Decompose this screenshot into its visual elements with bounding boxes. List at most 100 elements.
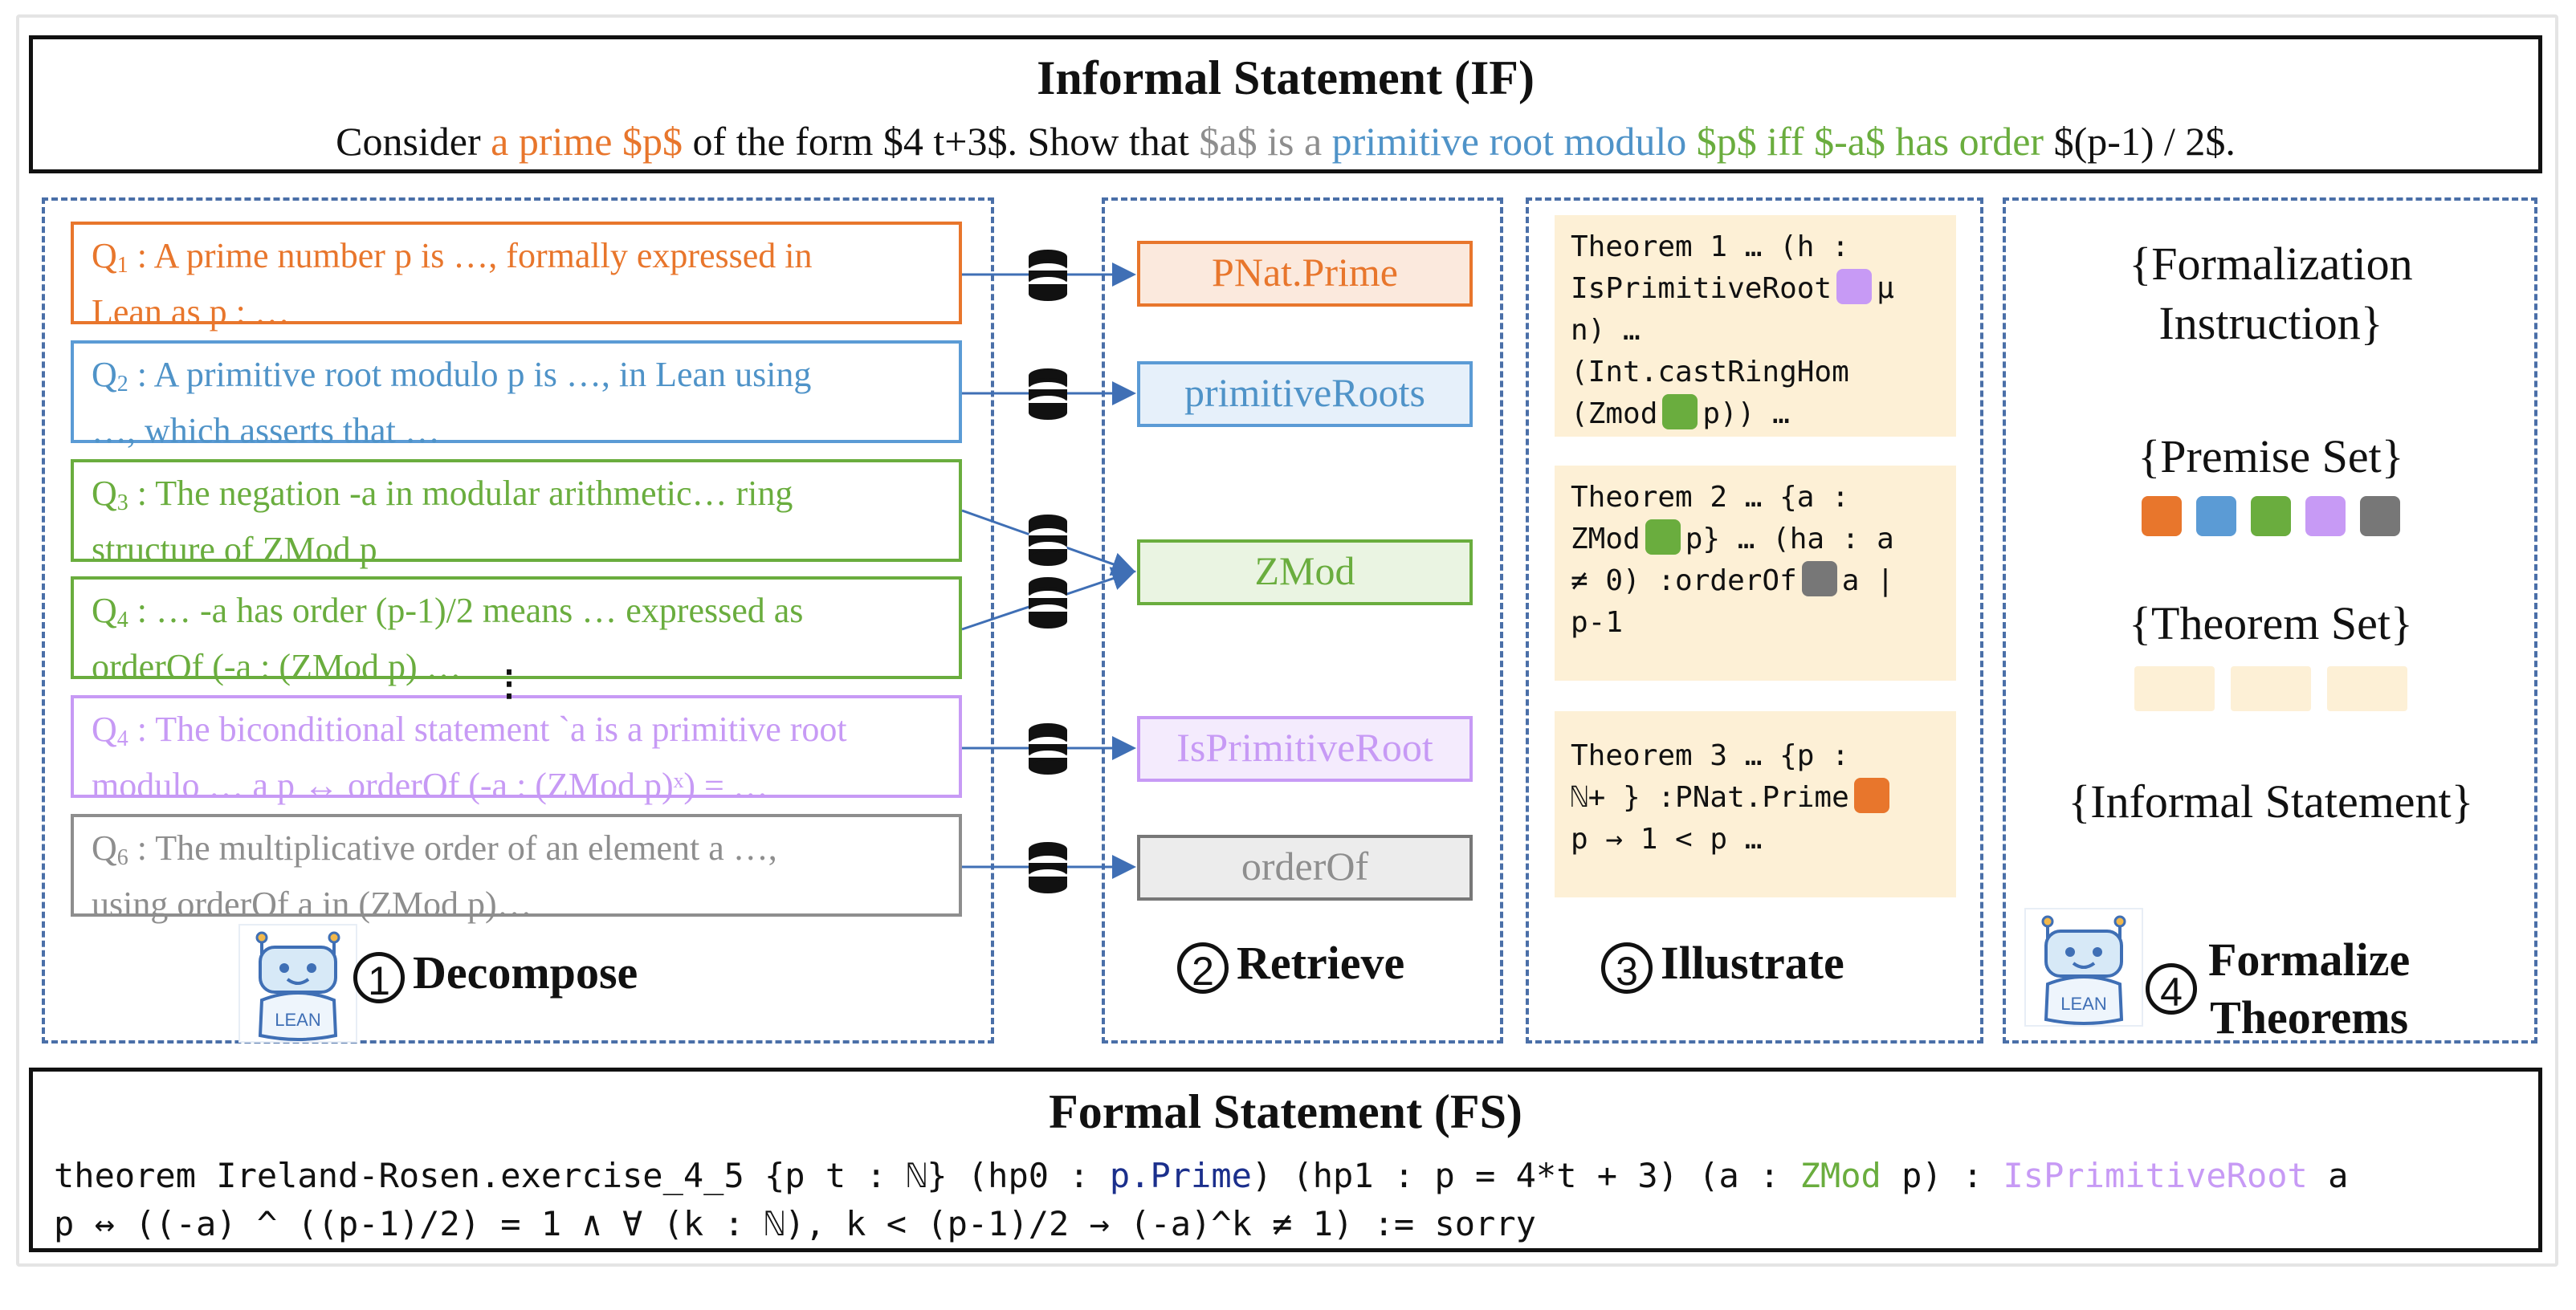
premise-order-of: orderOf [1137,835,1473,901]
illustrate-panel [1526,197,1983,1044]
theorem-line: p → 1 < p … [1571,823,1763,856]
database-icon [1029,250,1067,301]
purple-swatch [2305,496,2346,536]
code-is-primitive-root: IsPrimitiveRoot [2003,1156,2308,1195]
query-label: Q [92,474,117,513]
theorem-text: ≠ 0) :orderOf [1571,564,1797,597]
theorem-text: a | [1841,564,1894,597]
robot-logo-icon: LEAN [2024,908,2143,1027]
database-icon [1029,515,1067,566]
query-line: Q3 : The negation -a in modular arithmet… [92,470,941,527]
query-line: Q1 : A prime number p is …, formally exp… [92,233,941,289]
query-box-3: Q3 : The negation -a in modular arithmet… [71,459,962,569]
instruction-line: {Formalization [2129,238,2413,290]
informal-seg: is a [1257,119,1332,164]
orange-swatch [2142,496,2182,536]
step-formalize: 4 Formalize Theorems [2146,931,2410,1047]
theorem-set-label: {Theorem Set} [2129,597,2413,649]
theorem-line: ≠ 0) :orderOf a | [1571,560,1940,602]
theorem-text: p)) … [1702,397,1790,430]
query-text: : The biconditional statement `a is a pr… [128,710,847,749]
formal-code: theorem Ireland-Rosen.exercise_4_5 {p t … [54,1152,2348,1248]
gray-chip [1801,561,1837,596]
informal-seg: Consider [336,119,491,164]
step-label: Formalize [2208,934,2411,986]
query-line: orderOf (-a : (ZMod p) … [92,647,462,686]
step-number: 4 [2146,963,2197,1015]
premise-primitive-roots: primitiveRoots [1137,361,1473,427]
query-subscript: 4 [116,726,128,751]
theorem-line: ℕ+ } :PNat.Prime [1571,777,1940,819]
theorem-line: ZMod p} … (ha : a [1571,519,1940,560]
gray-swatch [2360,496,2400,536]
query-line: using orderOf a in (ZMod p)… [92,885,532,924]
theorem-line: n) … [1571,314,1641,347]
theorem-swatch [2327,666,2407,711]
figure-frame [16,14,2558,1267]
step-label: Theorems [2210,991,2409,1044]
step-number: 2 [1177,942,1229,994]
green-swatch [2251,496,2291,536]
informal-statement-box: Informal Statement (IF) Consider a prime… [29,35,2542,173]
theorem-text: p} … (ha : a [1685,523,1894,555]
query-line: modulo … a p ↔ orderOf (-a : (ZMod p)ˣ) … [92,766,768,805]
purple-chip [1836,269,1873,304]
informal-seg: of the form $4 t+3$. Show that [682,119,1200,164]
theorem-swatch [2231,666,2311,711]
orange-chip [1853,778,1889,813]
informal-primitive-root: primitive root modulo [1331,119,1687,164]
query-text: : A primitive root modulo p is …, in Lea… [128,355,812,394]
database-icon [1029,577,1067,629]
database-icon [1029,723,1067,775]
query-subscript: 2 [116,372,128,397]
code-text: ) (hp1 : p = 4*t + 3) (a : [1251,1156,1800,1195]
query-line: Q2 : A primitive root modulo p is …, in … [92,352,941,408]
query-label: Q [92,355,117,394]
query-label: Q [92,591,117,630]
theorem-set-swatches [2006,666,2536,715]
informal-title: Informal Statement (IF) [1037,51,1535,104]
formalize-panel [2003,197,2537,1044]
theorem-text: ZMod [1571,523,1641,555]
step-label: Decompose [413,946,638,999]
code-text: p) : [1881,1156,2003,1195]
blue-swatch [2196,496,2236,536]
informal-text: Consider a prime $p$ of the form $4 t+3$… [33,118,2538,165]
query-line: structure of ZMod p [92,530,377,569]
query-text: : The multiplicative order of an element… [128,828,777,868]
theorem-swatch [2134,666,2215,711]
query-box-5: Q4 : The biconditional statement `a is a… [71,695,962,805]
informal-prime: a prime $p$ [491,119,683,164]
code-text: theorem Ireland-Rosen.exercise_4_5 {p t … [54,1156,1110,1195]
informal-seg: $(p-1) / 2$. [2044,119,2236,164]
informal-a: $a$ [1199,119,1257,164]
informal-order: $p$ iff $-a$ has order [1686,119,2044,164]
code-zmod: ZMod [1800,1156,1881,1195]
step-label: Retrieve [1237,937,1405,989]
query-label: Q [92,710,117,749]
vertical-ellipsis: ⋮ [491,664,527,703]
query-subscript: 3 [116,490,128,515]
robot-logo-icon: LEAN [238,924,357,1043]
premise-set-swatches [2006,496,2536,540]
instruction-line: Instruction} [2158,297,2383,349]
step-number: 1 [353,951,405,1003]
query-line: Q4 : … -a has order (p-1)/2 means … expr… [92,588,941,644]
theorem-card-3: Theorem 3 … {p : ℕ+ } :PNat.Prime p → 1 … [1555,711,1956,897]
query-box-2: Q2 : A primitive root modulo p is …, in … [71,340,962,450]
query-line: Q6 : The multiplicative order of an elem… [92,825,941,881]
theorem-line: Theorem 3 … {p : [1571,739,1849,772]
query-subscript: 6 [116,845,128,870]
green-chip [1645,519,1681,555]
formal-code-line: p ↔ ((-a) ^ ((p-1)/2) = 1 ∧ ∀ (k : ℕ), k… [54,1204,1536,1243]
formal-title: Formal Statement (FS) [1049,1085,1522,1138]
code-text: a [2307,1156,2349,1195]
query-box-1: Q1 : A prime number p is …, formally exp… [71,222,962,332]
formal-code-line: theorem Ireland-Rosen.exercise_4_5 {p t … [54,1152,2348,1200]
